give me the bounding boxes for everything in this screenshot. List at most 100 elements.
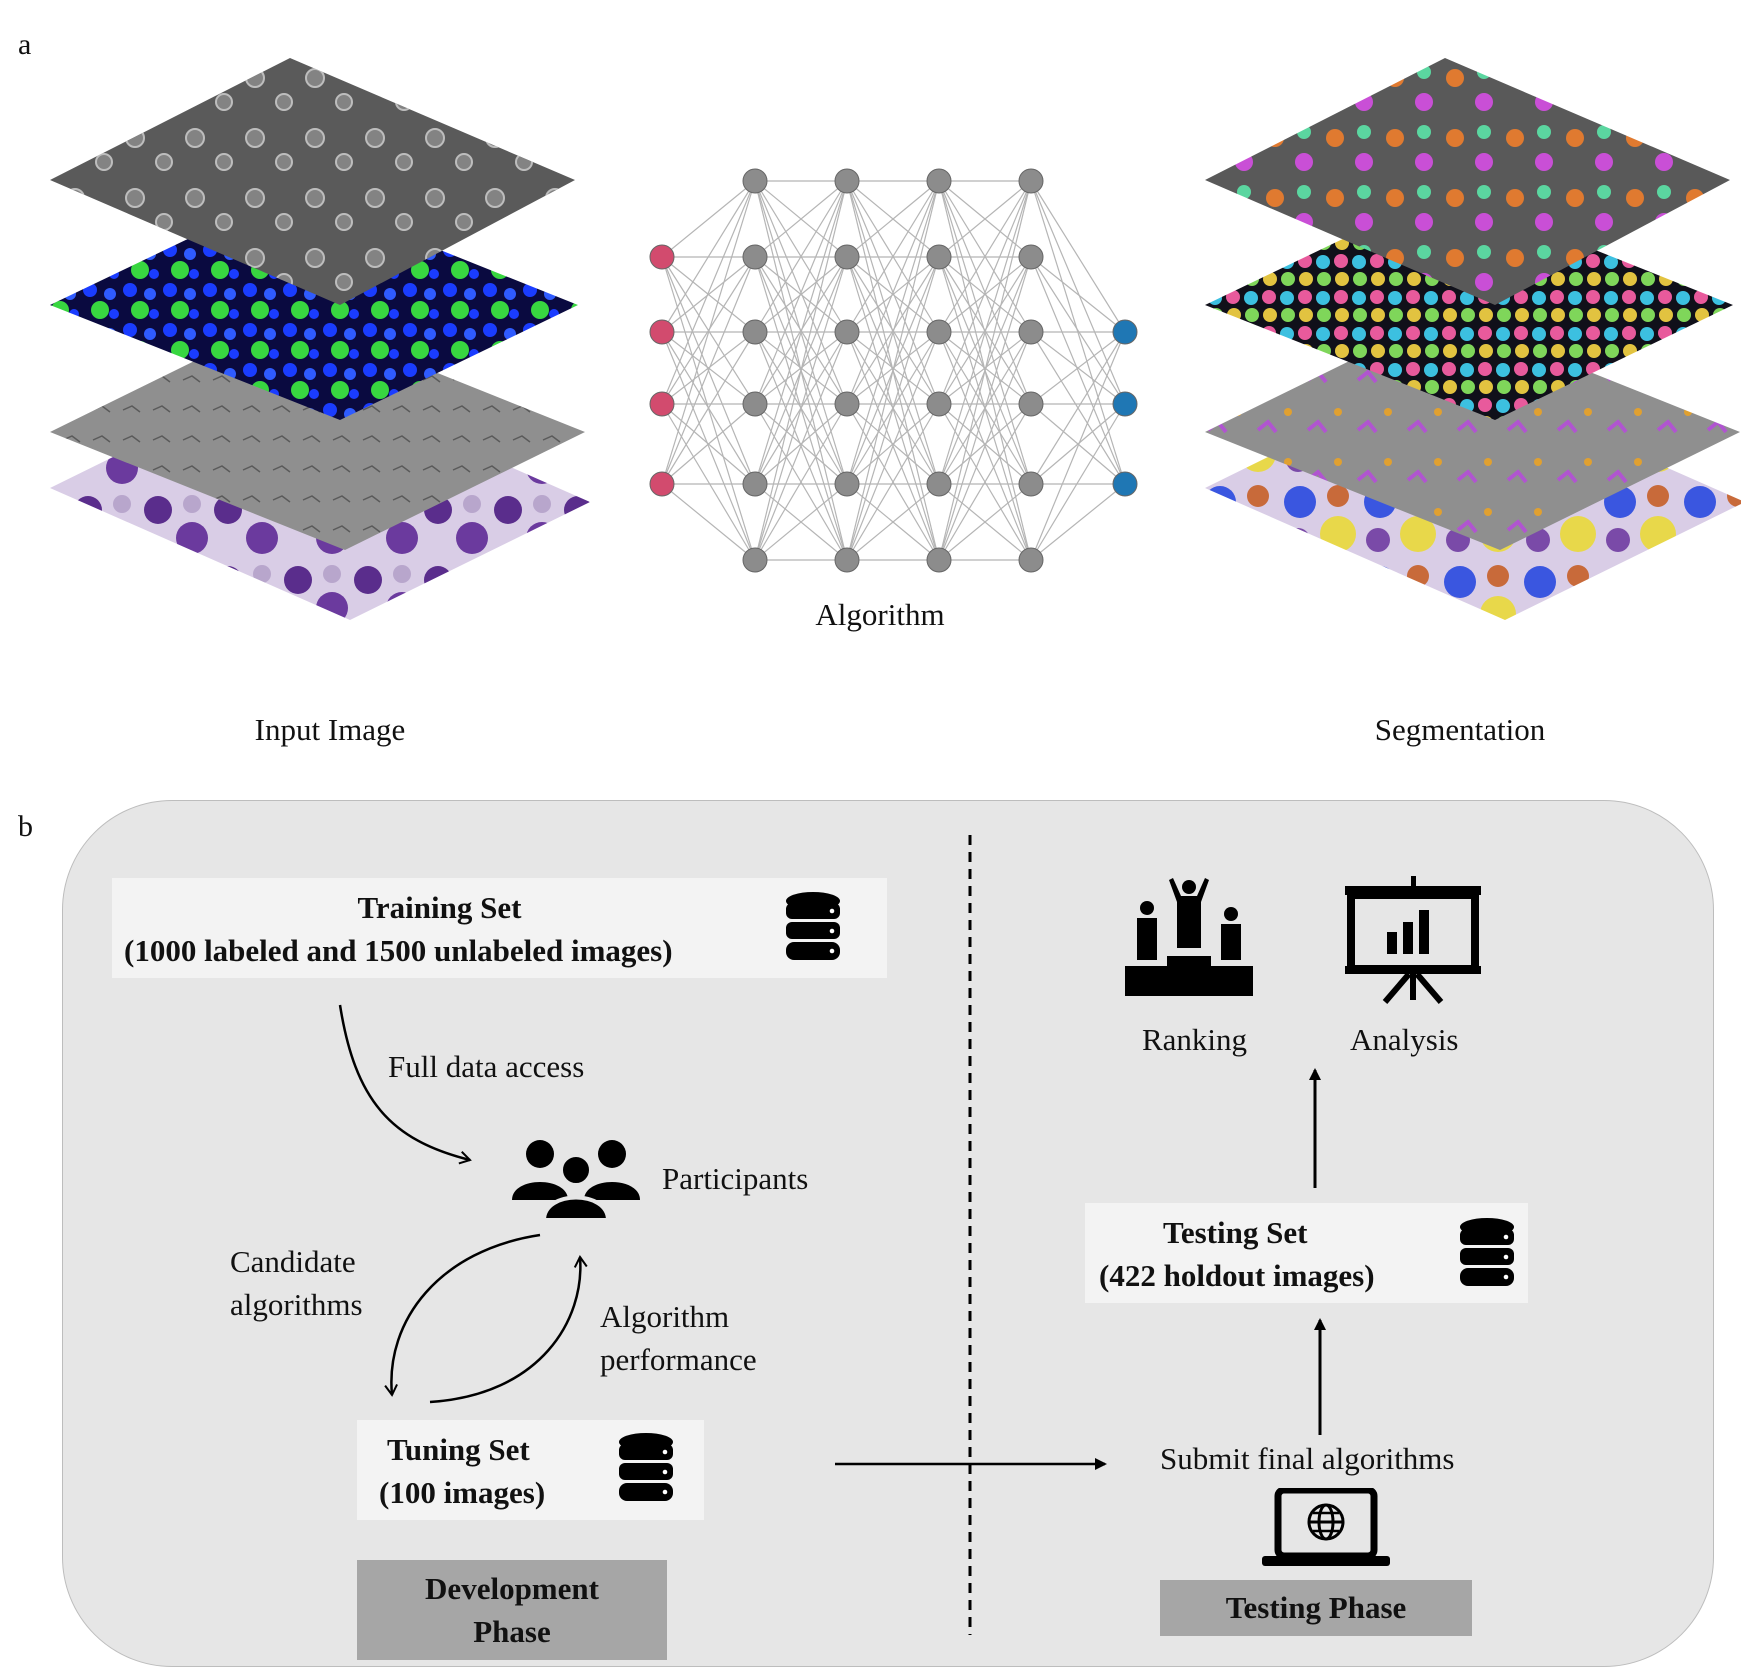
algorithm-caption: Algorithm [815,597,945,632]
network-edge [1030,403,1126,561]
network-node-hidden [834,391,860,417]
testing-set-title: Testing Set [1163,1215,1308,1250]
network-node-hidden [1018,391,1044,417]
network-node-hidden [1018,471,1044,497]
network-edge [661,180,756,405]
network-edge [938,180,1032,561]
network-edge [938,256,1032,333]
network-node-hidden [742,547,768,573]
testing-set-box: Testing Set (422 holdout images) [1085,1203,1528,1303]
input-image-stack [50,58,590,620]
seg-layer-phase [1205,314,1740,550]
network-node-hidden [926,547,952,573]
network-node-hidden [834,319,860,345]
panel-a-graphic [50,58,1741,620]
network-node-output [1112,391,1138,417]
testing-set-subtitle: (422 holdout images) [1099,1258,1375,1293]
network-edge [754,180,848,561]
network-node-input [649,319,675,345]
network-edge [846,403,940,561]
network-node-hidden [742,391,768,417]
participants-label: Participants [662,1161,809,1196]
network-edge [1030,331,1126,485]
network-node-hidden [742,168,768,194]
network-node-hidden [926,471,952,497]
input-layer-phase [50,314,585,550]
network-edge [754,483,848,561]
training-set-box: Training Set (1000 labeled and 1500 unla… [112,878,887,978]
network-edge [846,180,940,258]
network-node-output [1112,319,1138,345]
network-edge [1030,403,1126,485]
network-node-hidden [742,244,768,270]
tuning-set-subtitle: (100 images) [379,1475,546,1510]
network-edge [754,403,848,485]
network-edge [938,180,1032,333]
network-edge [661,256,756,485]
network-node-hidden [1018,319,1044,345]
network-edge [661,331,756,405]
input-image-caption: Input Image [254,712,406,747]
network-edge [846,256,940,333]
full-data-access-label: Full data access [388,1049,585,1084]
candidate-algorithms-line2: algorithms [230,1287,363,1322]
panel-b-letter: b [18,810,33,843]
network-edge [938,403,1032,561]
network-node-hidden [926,244,952,270]
presentation-chart-icon [1345,876,1481,1004]
ranking-label: Ranking [1142,1022,1248,1057]
network-node-input [649,471,675,497]
network-edge [846,256,940,561]
algorithm-performance-line1: Algorithm [600,1299,730,1334]
algorithm-performance-line2: performance [600,1342,757,1377]
network-node-hidden [834,168,860,194]
network-edge [661,403,756,561]
network-edge [938,331,1032,561]
network-edge [846,331,940,561]
development-phase-box: Development Phase [357,1560,667,1660]
full-data-access-arrow [338,1004,472,1165]
network-edge [846,403,940,485]
network-edge [1030,180,1126,333]
network-edge [938,403,1032,485]
candidate-algorithms-arrow [384,1233,541,1397]
database-icon [619,1433,673,1501]
network-edge [754,256,848,561]
seg-layer-fluorescence [1205,190,1733,420]
network-edge [938,256,1032,561]
network-node-hidden [742,471,768,497]
network-edge [846,180,940,405]
algorithm-performance-arrow [429,1255,588,1404]
network-edge [661,403,756,485]
network-edge [1030,483,1126,561]
database-icon [786,892,840,960]
network-node-input [649,244,675,270]
development-phase-line1: Development [425,1571,599,1606]
network-node-hidden [742,319,768,345]
network-edge [1030,256,1126,485]
network-edge [661,483,756,561]
network-edge [846,483,940,561]
submit-final-algorithms-label: Submit final algorithms [1160,1441,1455,1476]
participants-icon [512,1140,640,1220]
training-set-subtitle: (1000 labeled and 1500 unlabeled images) [124,933,673,968]
network-edge [661,331,756,485]
network-node-hidden [926,168,952,194]
network-edge [754,180,848,333]
network-edge [1030,331,1126,561]
network-node-hidden [1018,244,1044,270]
network-edge [1030,256,1126,405]
network-edge [661,180,756,485]
network-node-hidden [1018,547,1044,573]
network-edge [1030,180,1126,405]
network-node-input [649,391,675,417]
input-layer-fluorescence [50,190,578,420]
network-node-hidden [834,244,860,270]
network-edge [1030,331,1126,405]
network-node-hidden [834,471,860,497]
panel-a-letter: a [18,28,32,61]
network-edge [661,180,756,258]
tuning-set-box: Tuning Set (100 images) [357,1420,704,1520]
development-phase-line2: Phase [473,1614,551,1649]
